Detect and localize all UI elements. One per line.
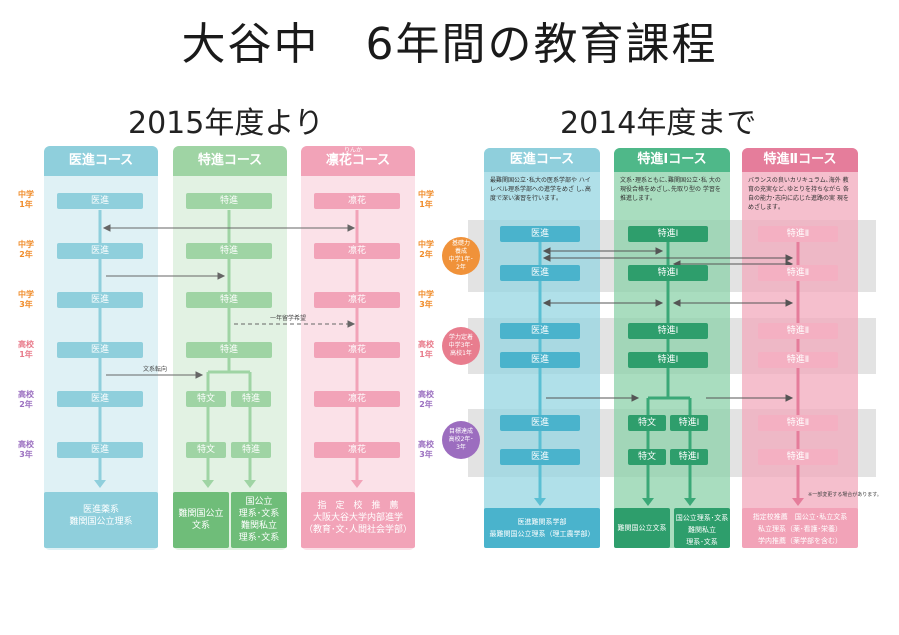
ishin-box-j3: 医進 <box>57 292 143 308</box>
rinka-box-j3: 凛花 <box>314 292 400 308</box>
circle-goal: 目標達成高校2年･3年 <box>442 421 480 459</box>
tokushin2-box-3: 特進Ⅱ <box>758 323 838 339</box>
column-tokushin-head: 特進コース <box>173 146 287 176</box>
rinka-box-j1: 凛花 <box>314 193 400 209</box>
ishin-footer: 医進薬系難関国公立理系 <box>44 492 158 548</box>
tokushin2-box-6: 特進Ⅱ <box>758 449 838 465</box>
ishin-box-h3: 医進 <box>57 442 143 458</box>
rinka-box-h2: 凛花 <box>314 391 400 407</box>
tokushin1-box-2: 特進Ⅰ <box>628 265 708 281</box>
ishin2014-box-1: 医進 <box>500 226 580 242</box>
circle-established: 学力定着中学3年･高校1年 <box>442 327 480 365</box>
column-ishin-2014-head: 医進コース <box>484 148 600 172</box>
left-section-title: 2015年度より <box>128 106 324 141</box>
ishin2014-box-6: 医進 <box>500 449 580 465</box>
tokushin2-box-4: 特進Ⅱ <box>758 352 838 368</box>
rinka-box-h1: 凛花 <box>314 342 400 358</box>
tokushin-footer-right: 国公立理系･文系難関私立理系･文系 <box>231 492 287 548</box>
tokushin2-box-2: 特進Ⅱ <box>758 265 838 281</box>
tokushin1-box-6: 特進Ⅰ <box>670 449 708 465</box>
column-rinka-head: 凛花コース <box>301 146 415 176</box>
ishin2014-box-3: 医進 <box>500 323 580 339</box>
tokushin-footer-left: 難関国公立文系 <box>173 492 229 548</box>
tokushin1-box-3: 特進Ⅰ <box>628 323 708 339</box>
tokushin2-desc: バランスの良いカリキュラム､海外 教育の充実など､ゆとりを持ちながら 各自の能力… <box>748 177 849 211</box>
tokushin-box-j3: 特進 <box>186 292 272 308</box>
ishin-box-j2: 医進 <box>57 243 143 259</box>
column-ishin-head: 医進コース <box>44 146 158 176</box>
ishin-box-h2: 医進 <box>57 391 143 407</box>
tokushin1-box-5: 特進Ⅰ <box>670 415 708 431</box>
tokushin1-box-4: 特進Ⅰ <box>628 352 708 368</box>
tokubun2014-box-2: 特文 <box>628 449 666 465</box>
rinka-footer: 指 定 校 推 薦大阪大谷大学内部進学（教育･文･人間社会学部） <box>301 492 415 548</box>
note-study-abroad: 一年留学希望 <box>270 315 307 322</box>
tokushin-box-h2: 特進 <box>231 391 271 407</box>
ishin2014-box-5: 医進 <box>500 415 580 431</box>
ishin2014-footer: 医進難関系学部最難関国公立理系（理工農学部） <box>484 508 600 548</box>
tokushin2-box-1: 特進Ⅱ <box>758 226 838 242</box>
tokubun-box-h2: 特文 <box>186 391 226 407</box>
column-tokushin1-2014-head: 特進Ⅰコース <box>614 148 730 172</box>
tokubun-box-h3: 特文 <box>186 442 226 458</box>
note-switch-bunkei: 文系転向 <box>143 366 168 373</box>
tokushin1-footer-right: 国公立理系･文系難関私立理系･文系 <box>674 508 730 548</box>
tokushin-box-h3: 特進 <box>231 442 271 458</box>
tokubun2014-box-1: 特文 <box>628 415 666 431</box>
circle-basic: 基礎力養成中学1年･2年 <box>442 237 480 275</box>
column-tokushin2-2014-head: 特進Ⅱコース <box>742 148 858 172</box>
column-tokushin2-2014: 特進Ⅱコース バランスの良いカリキュラム､海外 教育の充実など､ゆとりを持ちなが… <box>742 148 858 548</box>
rinka-ruby: りんか <box>344 147 363 154</box>
tokushin1-desc: 文系･理系ともに､難関国公立･私 大の現役合格をめざし､先取り型の 学習を推進し… <box>620 177 721 202</box>
tokushin-box-h1: 特進 <box>186 342 272 358</box>
column-tokushin1-2014: 特進Ⅰコース 文系･理系ともに､難関国公立･私 大の現役合格をめざし､先取り型の… <box>614 148 730 548</box>
tokushin1-footer-left: 難関国公立文系 <box>614 508 670 548</box>
note-may-change: ※一部変更する場合があります。 <box>808 492 882 498</box>
ishin-box-j1: 医進 <box>57 193 143 209</box>
tokushin2-footer: 指定校推薦 国公立･私立文系私立理系（薬･看護･栄養）学内推薦（薬学部を含む） <box>742 508 858 548</box>
right-section-title: 2014年度まで <box>560 106 757 141</box>
page-title: 大谷中 6年間の教育課程 <box>181 19 718 70</box>
ishin-box-h1: 医進 <box>57 342 143 358</box>
rinka-box-h3: 凛花 <box>314 442 400 458</box>
column-ishin-2014: 医進コース 最難関国公立･私大の医系学部や ハイレベル理系学部への進学をめざ し… <box>484 148 600 548</box>
tokushin1-box-1: 特進Ⅰ <box>628 226 708 242</box>
ishin-desc: 最難関国公立･私大の医系学部や ハイレベル理系学部への進学をめざ し､高度で深い… <box>490 177 591 202</box>
tokushin2-box-5: 特進Ⅱ <box>758 415 838 431</box>
rinka-box-j2: 凛花 <box>314 243 400 259</box>
ishin2014-box-2: 医進 <box>500 265 580 281</box>
ishin2014-box-4: 医進 <box>500 352 580 368</box>
tokushin-box-j2: 特進 <box>186 243 272 259</box>
tokushin-box-j1: 特進 <box>186 193 272 209</box>
